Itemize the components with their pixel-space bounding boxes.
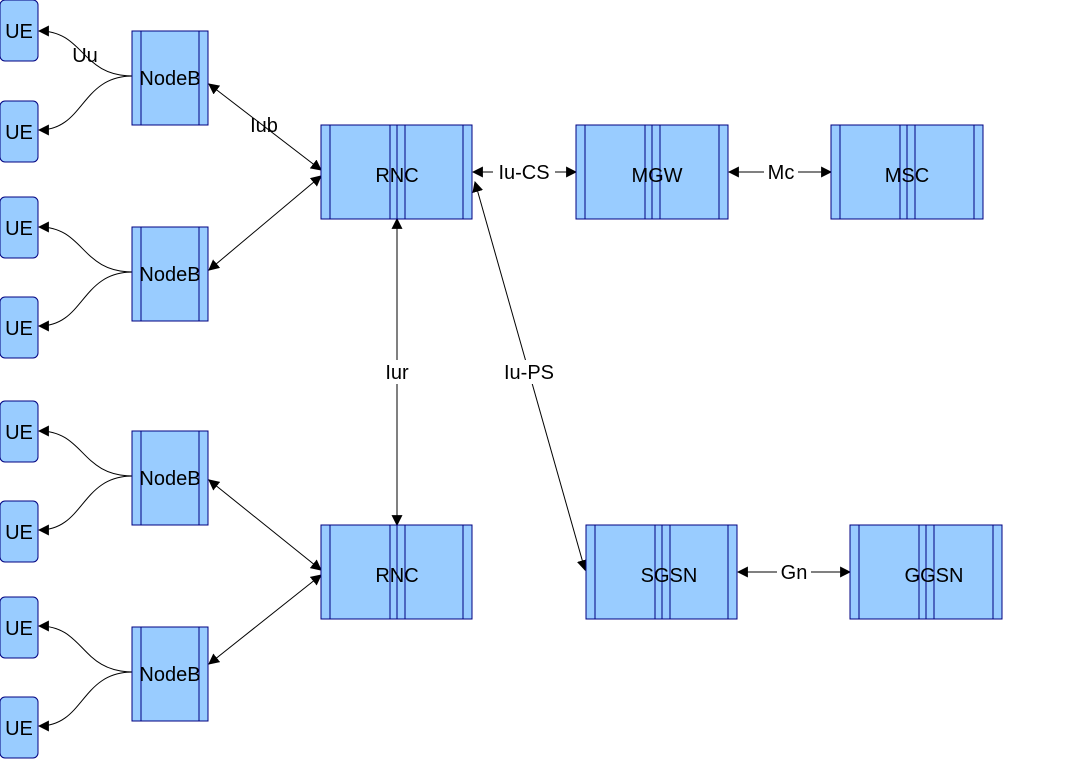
- uu-link-2: [37, 75, 134, 136]
- gn-label-bg: [777, 560, 811, 584]
- nodeb-node-4: NodeB: [131, 626, 209, 722]
- uu-link-8: [37, 671, 134, 732]
- iub-link-3: [208, 479, 322, 571]
- ue-node-6: UE: [0, 500, 39, 563]
- ggsn-label: GGSN: [905, 565, 964, 587]
- iur-label-bg: [382, 360, 412, 384]
- ue-node-4: UE: [0, 296, 39, 359]
- ue-label: UE: [5, 718, 33, 740]
- ue-label: UE: [5, 21, 33, 43]
- mgw-label: MGW: [631, 165, 682, 187]
- ue-label: UE: [5, 122, 33, 144]
- mgw-node: MGW: [575, 124, 729, 220]
- iub-interface-label: Iub: [250, 115, 278, 137]
- iub-link-4: [208, 574, 322, 665]
- rnc-label: RNC: [375, 565, 418, 587]
- uu-link-7: [37, 620, 134, 673]
- ue-node-5: UE: [0, 400, 39, 463]
- nodeb-label: NodeB: [139, 468, 200, 490]
- ggsn-node: GGSN: [849, 524, 1003, 620]
- nodeb-node-3: NodeB: [131, 430, 209, 526]
- msc-label: MSC: [885, 165, 929, 187]
- iur-interface-label: Iur: [385, 362, 409, 384]
- iub-link-1: [208, 83, 322, 171]
- iub-link-2: [208, 175, 322, 271]
- nodeb-label: NodeB: [139, 664, 200, 686]
- rnc-node-top: RNC: [320, 124, 473, 220]
- iu-ps-label-bg: [498, 360, 560, 384]
- ue-label: UE: [5, 522, 33, 544]
- uu-link-3: [37, 221, 134, 273]
- ue-label: UE: [5, 618, 33, 640]
- ue-node-1: UE: [0, 0, 39, 62]
- uu-interface-label: Uu: [72, 45, 98, 67]
- nodeb-label: NodeB: [139, 68, 200, 90]
- ue-label: UE: [5, 318, 33, 340]
- ue-label: UE: [5, 218, 33, 240]
- uu-link-5: [37, 425, 134, 477]
- rnc-node-bottom: RNC: [320, 524, 473, 620]
- iu-cs-interface-label: Iu-CS: [498, 162, 549, 184]
- ue-label: UE: [5, 422, 33, 444]
- mc-interface-label: Mc: [768, 162, 795, 184]
- nodeb-node-1: NodeB: [131, 30, 209, 126]
- mc-label-bg: [764, 160, 798, 184]
- uu-link-6: [37, 475, 134, 536]
- uu-link-4: [37, 271, 134, 332]
- ue-node-3: UE: [0, 196, 39, 259]
- ue-node-2: UE: [0, 100, 39, 163]
- iu-cs-label-bg: [493, 160, 555, 184]
- sgsn-label: SGSN: [641, 565, 698, 587]
- iu-ps-interface-label: Iu-PS: [504, 362, 554, 384]
- msc-node: MSC: [830, 124, 984, 220]
- rnc-label: RNC: [375, 165, 418, 187]
- sgsn-node: SGSN: [585, 524, 738, 620]
- nodeb-label: NodeB: [139, 264, 200, 286]
- gn-interface-label: Gn: [781, 562, 808, 584]
- ue-node-7: UE: [0, 596, 39, 659]
- uu-link-1: [37, 25, 134, 77]
- ue-node-8: UE: [0, 696, 39, 759]
- nodeb-node-2: NodeB: [131, 226, 209, 322]
